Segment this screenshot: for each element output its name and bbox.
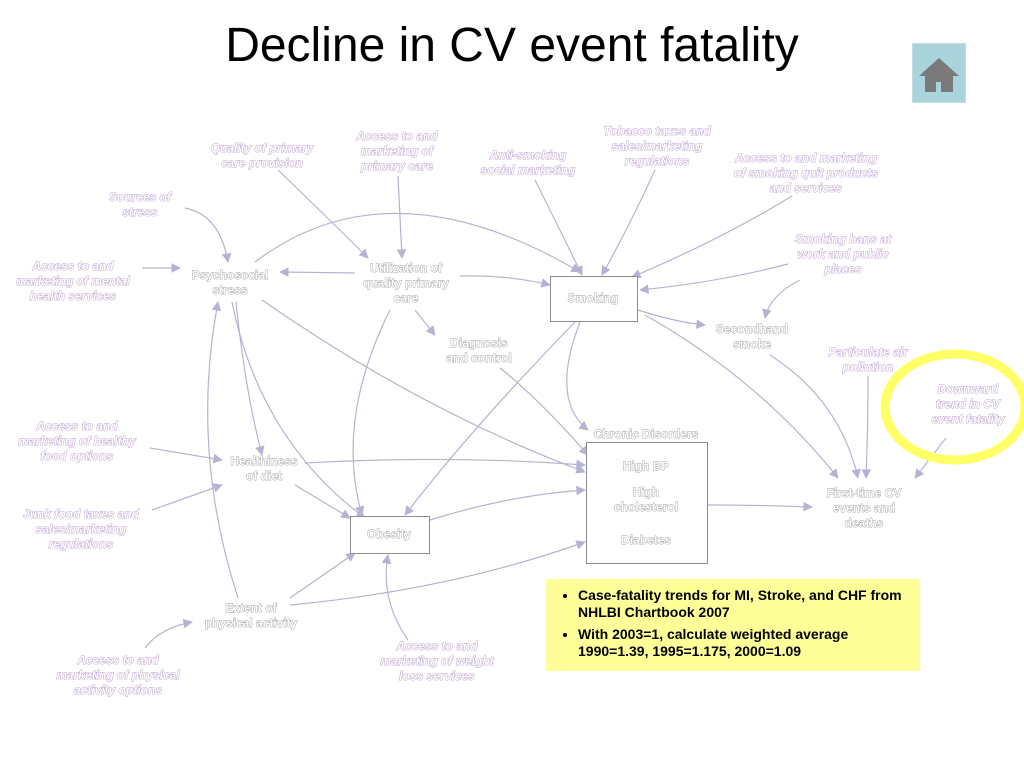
arrow-smoking-to-obesity xyxy=(404,321,576,516)
arrow-activity-to-obesity xyxy=(289,552,356,599)
node-chronic-disorders: Chronic Disorders xyxy=(593,427,699,442)
node-high-bp: High BP xyxy=(622,459,670,474)
arrow-smokingbans-to-smoking xyxy=(639,263,789,294)
arrow-junkfood-to-healthiness xyxy=(151,483,223,511)
node-obesity: Obesity xyxy=(366,527,412,542)
obesity-box xyxy=(350,516,430,554)
arrow-quality-to-utilization xyxy=(277,169,369,259)
arrow-activity-to-chronic xyxy=(289,540,586,606)
node-smoking: Smoking xyxy=(567,291,619,306)
arrow-chronic-to-firsttime xyxy=(707,501,813,512)
arrow-weightloss-to-obesity xyxy=(381,554,409,641)
arrow-utilization-to-smoking xyxy=(459,275,551,288)
arrow-antismoking-to-smoking xyxy=(534,179,583,276)
note-list: Case-fatality trends for MI, Stroke, and… xyxy=(556,587,912,660)
arrow-smoking-to-firsttime xyxy=(644,314,839,479)
arrow-smoking-to-chronic xyxy=(566,321,589,431)
node-diabetes: Diabetes xyxy=(620,533,672,548)
chronic-disorders-box xyxy=(586,442,708,564)
note-bullet: Case-fatality trends for MI, Stroke, and… xyxy=(578,587,912,621)
note-bullet: With 2003=1, calculate weighted average … xyxy=(578,626,912,660)
arrow-psychosocial-to-smoking-curve xyxy=(254,212,581,273)
arrow-psychosocial-to-chronic xyxy=(261,299,586,474)
arrow-particulate-to-firsttime xyxy=(861,375,872,479)
arrow-secondhand-to-firsttime xyxy=(769,354,861,479)
arrow-utilization-to-psychosocial xyxy=(279,267,356,277)
arrow-psychosocial-to-obesity xyxy=(231,301,366,519)
note-box: Case-fatality trends for MI, Stroke, and… xyxy=(546,579,920,671)
highlight-ellipse xyxy=(880,349,1024,465)
home-icon xyxy=(919,58,959,92)
arrow-healthiness-to-chronic xyxy=(304,458,586,470)
arrow-smokingbans-to-secondhand xyxy=(762,279,801,319)
slide-title: Decline in CV event fatality xyxy=(225,19,799,72)
arrow-tobacco-to-smoking xyxy=(601,169,656,276)
arrow-smoking-to-secondhand xyxy=(637,309,706,329)
arrow-obesity-to-chronic xyxy=(429,485,586,521)
arrow-physicalaccess-to-activity xyxy=(144,618,193,649)
arrow-diagnosis-to-chronic xyxy=(499,367,589,456)
arrow-healthyfood-to-healthiness xyxy=(149,447,223,464)
arrow-psychosocial-to-healthiness xyxy=(235,301,265,456)
arrow-utilization-to-obesity xyxy=(352,309,391,516)
home-button[interactable] xyxy=(912,43,966,103)
arrow-stress-sources-to-psychosocial xyxy=(184,207,232,263)
smoking-box xyxy=(550,276,638,322)
arrow-access-primary-to-utilization xyxy=(396,175,407,259)
arrow-quitproducts-to-smoking xyxy=(631,195,793,279)
arrow-healthiness-to-obesity xyxy=(294,484,351,519)
arrow-activity-to-psychosocial xyxy=(207,301,239,599)
arrow-utilization-to-diagnosis xyxy=(414,309,436,336)
